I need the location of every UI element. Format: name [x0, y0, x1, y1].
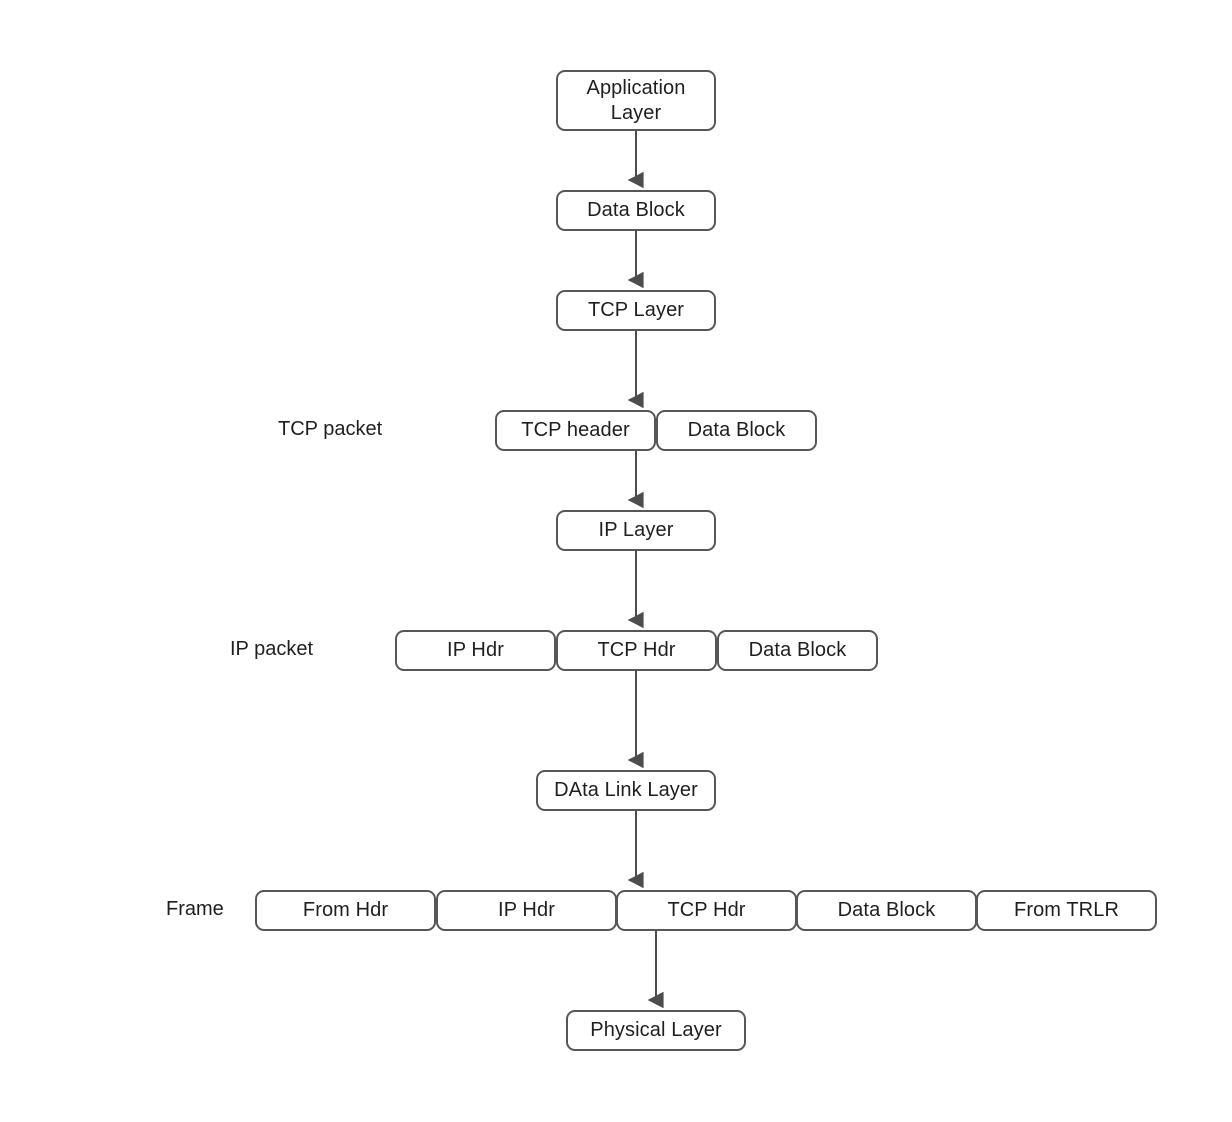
segment-ip-packet-0[interactable]: IP Hdr — [395, 630, 556, 671]
segment-tcp-packet-0[interactable]: TCP header — [495, 410, 656, 451]
node-data-block[interactable]: Data Block — [556, 190, 716, 231]
segment-tcp-packet-1[interactable]: Data Block — [656, 410, 817, 451]
node-data-link-layer[interactable]: DAta Link Layer — [536, 770, 716, 811]
segment-frame-3[interactable]: Data Block — [796, 890, 977, 931]
segment-ip-packet-1[interactable]: TCP Hdr — [556, 630, 717, 671]
node-application-layer[interactable]: Application Layer — [556, 70, 716, 131]
segment-frame-1[interactable]: IP Hdr — [436, 890, 617, 931]
segment-frame-4[interactable]: From TRLR — [976, 890, 1157, 931]
node-ip-layer[interactable]: IP Layer — [556, 510, 716, 551]
row-label-tcp-packet: TCP packet — [278, 418, 383, 440]
segment-frame-0[interactable]: From Hdr — [255, 890, 436, 931]
node-physical-layer[interactable]: Physical Layer — [566, 1010, 746, 1051]
row-label-ip-packet: IP packet — [230, 638, 314, 660]
segment-ip-packet-2[interactable]: Data Block — [717, 630, 878, 671]
node-tcp-layer[interactable]: TCP Layer — [556, 290, 716, 331]
row-label-frame: Frame — [166, 898, 224, 920]
segment-frame-2[interactable]: TCP Hdr — [616, 890, 797, 931]
